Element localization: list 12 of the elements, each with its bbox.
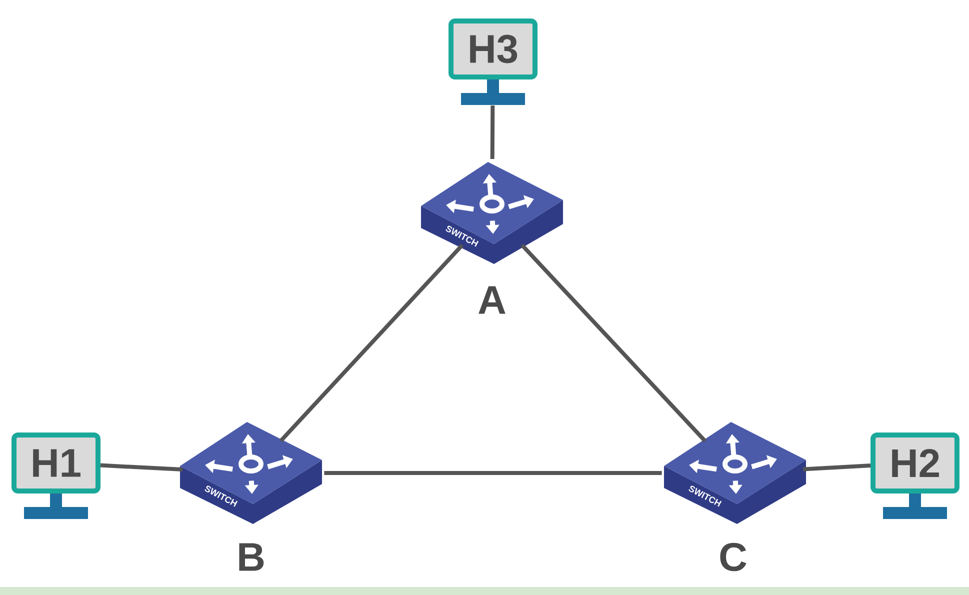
- switch-name: B: [239, 543, 264, 571]
- monitor-drawing: H1: [12, 432, 100, 519]
- network-link: [279, 244, 464, 442]
- network-link: [490, 105, 495, 160]
- switch-name: A: [478, 286, 506, 314]
- network-link: [324, 471, 662, 475]
- network-link: [520, 244, 707, 442]
- switch-name: C: [720, 542, 746, 572]
- monitor-drawing: H2: [870, 432, 960, 519]
- network-link: [803, 463, 871, 472]
- monitor-drawing: H3: [448, 18, 538, 105]
- network-link: [100, 463, 183, 472]
